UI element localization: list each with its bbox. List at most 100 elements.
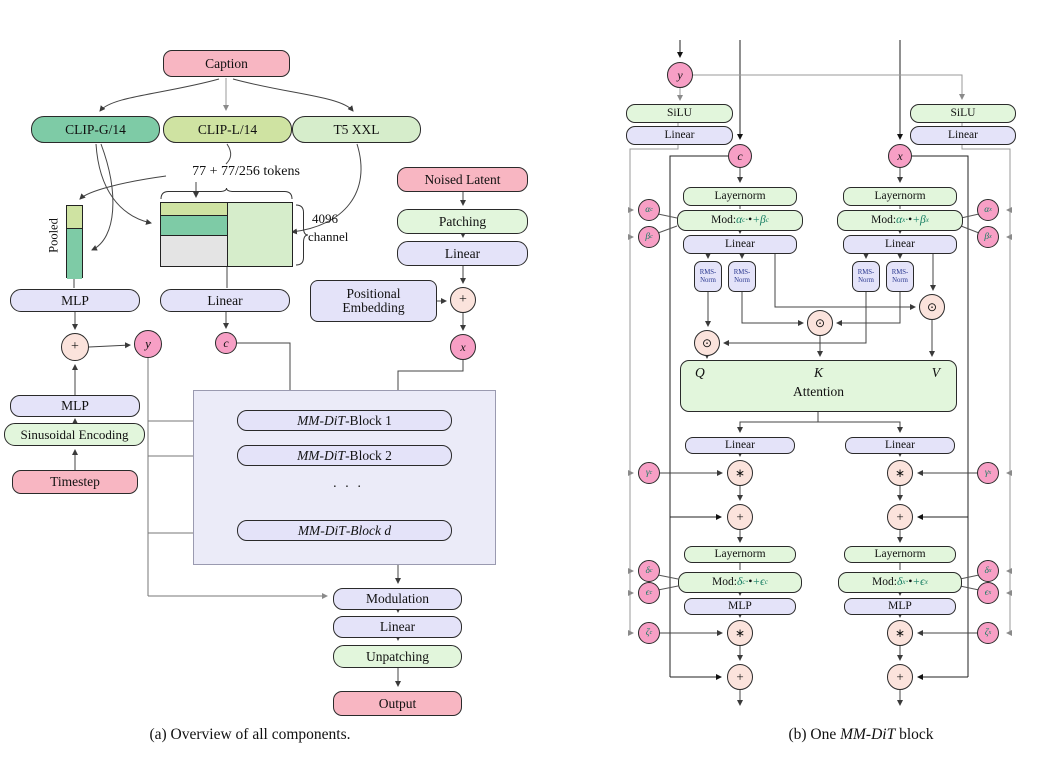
- residual-add-x2-op: +: [887, 664, 913, 690]
- concat-k-op: ⊙: [807, 310, 833, 336]
- sinusoidal-encoding-box: Sinusoidal Encoding: [4, 423, 145, 446]
- residual-add-c2-op: +: [727, 664, 753, 690]
- positional-embedding-box: Positional Embedding: [310, 280, 437, 322]
- x-node-b: x: [888, 144, 912, 168]
- attention-q-label: Q: [695, 365, 705, 380]
- pooled-clip-l-cell: [67, 206, 82, 229]
- clip-g-box: CLIP-G/14: [31, 116, 160, 143]
- linear-mod-x-box: Linear: [910, 126, 1016, 145]
- padding-tokens-cell: [161, 236, 227, 266]
- mlp-x-box: MLP: [844, 598, 956, 615]
- linear-mod-c-box: Linear: [626, 126, 733, 145]
- attention-label: Attention: [793, 384, 844, 399]
- layernorm-c1-box: Layernorm: [683, 187, 797, 206]
- unpatching-box: Unpatching: [333, 645, 462, 668]
- pooled-label: Pooled: [46, 218, 61, 253]
- channel-annotation-2: channel: [308, 229, 349, 244]
- blocks-ellipsis: · · ·: [332, 480, 364, 495]
- caption-box: Caption: [163, 50, 290, 77]
- token-matrix-left: [161, 203, 228, 266]
- linear-post-attn-x-box: Linear: [845, 437, 955, 454]
- layernorm-x2-box: Layernorm: [844, 546, 956, 563]
- silu-x-box: SiLU: [910, 104, 1016, 123]
- y-node-b: y: [667, 62, 693, 88]
- attention-v-label: V: [931, 365, 940, 380]
- scale-gamma-x-op: ∗: [887, 460, 913, 486]
- noised-latent-box: Noised Latent: [397, 167, 528, 192]
- mmdit-block-1-name: MM-DiT: [297, 412, 346, 428]
- linear-qkv-x-box: Linear: [843, 235, 957, 254]
- mlp-timestep-box: MLP: [10, 395, 140, 417]
- scale-gamma-c-op: ∗: [727, 460, 753, 486]
- pooled-clip-g-cell: [67, 229, 82, 279]
- caption-box-label: Caption: [205, 55, 248, 71]
- tokens-annotation: 77 + 77/256 tokens: [192, 164, 300, 179]
- positional-embedding-line2: Embedding: [342, 300, 405, 315]
- linear-context-box: Linear: [160, 289, 290, 312]
- residual-add-x1-op: +: [887, 504, 913, 530]
- mmdit-block-d: MM-DiT-Block d: [237, 520, 452, 541]
- mlp-pooled-box: MLP: [10, 289, 140, 312]
- x-node: x: [450, 334, 476, 360]
- output-box: Output: [333, 691, 462, 716]
- attention-k-label: K: [814, 365, 824, 380]
- clip-g-tokens-cell: [161, 216, 227, 236]
- plus-op-pooled-timestep: +: [61, 333, 89, 361]
- pooled-vector: [66, 205, 83, 279]
- clip-g-label: CLIP-G/14: [65, 121, 126, 137]
- patching-box: Patching: [397, 209, 528, 234]
- concat-v-op: ⊙: [919, 294, 945, 320]
- rmsnorm-kx-box: RMS-Norm: [886, 261, 914, 292]
- rmsnorm-qc-box: RMS-Norm: [694, 261, 722, 292]
- scale-zeta-c-op: ∗: [727, 620, 753, 646]
- t5-label: T5 XXL: [333, 121, 380, 137]
- timestep-box: Timestep: [12, 470, 138, 494]
- attention-box: Q K V Attention: [680, 360, 957, 412]
- layernorm-x1-box: Layernorm: [843, 187, 957, 206]
- clip-l-box: CLIP-L/14: [163, 116, 292, 143]
- scale-zeta-x-op: ∗: [887, 620, 913, 646]
- rmsnorm-kc-box: RMS-Norm: [728, 261, 756, 292]
- mmdit-block-d-name: MM-DiT: [297, 522, 346, 538]
- mmdit-block-1: MM-DiT-Block 1: [237, 410, 452, 431]
- mmdit-block-2-suffix: -Block 2: [345, 447, 392, 463]
- clip-l-label: CLIP-L/14: [197, 121, 258, 137]
- layernorm-c2-box: Layernorm: [684, 546, 796, 563]
- c-node-b: c: [728, 144, 752, 168]
- mmdit-block-2-name: MM-DiT: [297, 447, 346, 463]
- c-node: c: [215, 332, 237, 354]
- concat-q-op: ⊙: [694, 330, 720, 356]
- channel-annotation-1: 4096: [312, 211, 338, 226]
- t5-box: T5 XXL: [292, 116, 421, 143]
- positional-embedding-line1: Positional: [346, 286, 401, 302]
- modulation-box: Modulation: [333, 588, 462, 610]
- linear-qkv-c-box: Linear: [683, 235, 797, 254]
- y-node: y: [134, 330, 162, 358]
- silu-c-box: SiLU: [626, 104, 733, 123]
- token-matrix: [160, 202, 293, 267]
- plus-op-latent-posembed: +: [450, 287, 476, 313]
- mmdit-block-1-suffix: -Block 1: [345, 412, 392, 428]
- mlp-c-box: MLP: [684, 598, 796, 615]
- subcaption-b: (b) One MM-DiT block: [788, 726, 934, 743]
- linear-post-attn-c-box: Linear: [685, 437, 795, 454]
- rmsnorm-qx-box: RMS-Norm: [852, 261, 880, 292]
- linear-out-box: Linear: [333, 616, 462, 638]
